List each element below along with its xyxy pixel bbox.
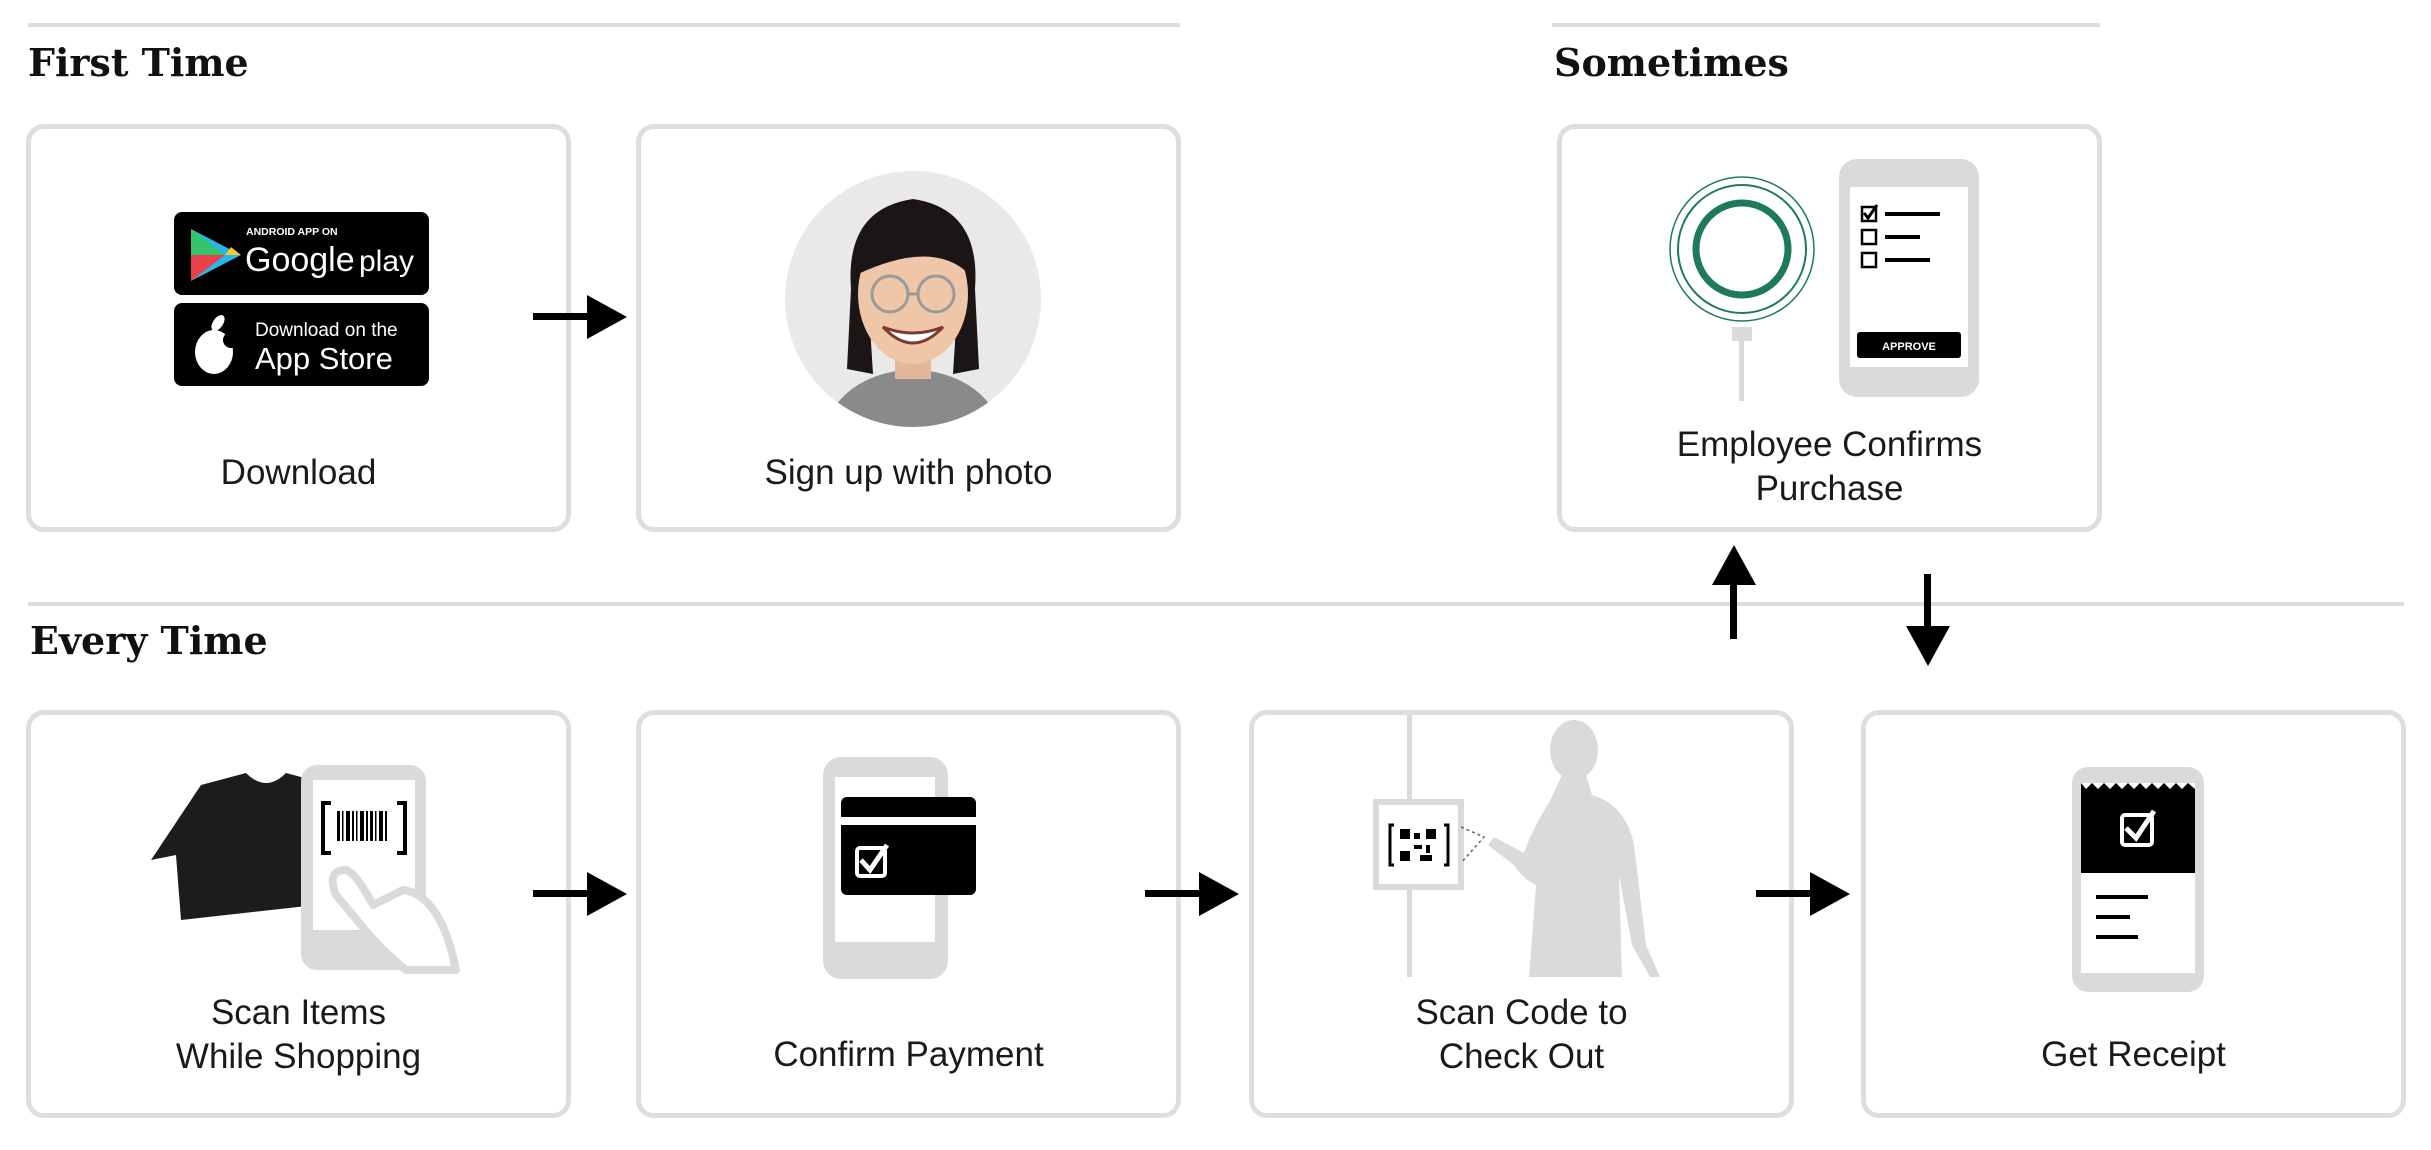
checkmark-icon [855, 843, 890, 878]
google-badge-big-text: Google [245, 241, 355, 279]
first-time-rule [28, 23, 1180, 27]
google-badge-play-text: play [359, 245, 414, 278]
approval-phone-icon: APPROVE [1837, 157, 1982, 407]
nfc-reader-icon [1662, 153, 1822, 408]
confirm-payment-caption: Confirm Payment [773, 1035, 1044, 1074]
download-card: ANDROID APP ON Google play Download on t… [26, 124, 571, 532]
employee-confirms-card: APPROVE Employee Confirms Purchase [1557, 124, 2102, 532]
employee-confirms-caption: Employee Confirms Purchase [1676, 425, 1983, 508]
app-store-badges: ANDROID APP ON Google play Download on t… [169, 209, 429, 389]
hand-icon [328, 866, 460, 974]
every-time-rule [28, 602, 2404, 606]
confirm-payment-card: Confirm Payment [636, 710, 1181, 1118]
scan-items-caption: Scan Items While Shopping [175, 993, 422, 1076]
approve-button[interactable]: APPROVE [1857, 332, 1961, 358]
user-photo-avatar [783, 169, 1043, 434]
signup-card: Sign up with photo [636, 124, 1181, 532]
approve-label: APPROVE [1882, 341, 1936, 353]
arrow-right-icon [1143, 869, 1243, 924]
barcode-icon [337, 811, 387, 841]
checkbox-icon [1860, 251, 1878, 269]
receipt-caption: Get Receipt [2041, 1035, 2226, 1074]
apple-icon [195, 315, 239, 374]
checkout-scan-illustration [1364, 715, 1694, 985]
sometimes-rule [1552, 23, 2100, 27]
every-time-heading: Every Time [30, 618, 268, 663]
checkbox-icon [1860, 228, 1878, 246]
sometimes-heading: Sometimes [1554, 40, 1789, 85]
scan-code-caption: Scan Code to Check Out [1415, 993, 1628, 1076]
person-silhouette-icon [1488, 720, 1660, 977]
receipt-card: Get Receipt [1861, 710, 2406, 1118]
arrow-right-icon [1754, 869, 1854, 924]
qr-code-icon [1388, 823, 1450, 867]
arrow-right-icon [531, 292, 631, 347]
scan-code-card: Scan Code to Check Out [1249, 710, 1794, 1118]
payment-card-phone-icon [821, 755, 1011, 990]
apple-badge-big-text: App Store [255, 341, 393, 376]
arrow-up-icon [1709, 543, 1759, 648]
checkmark-icon [2120, 809, 2157, 847]
scan-items-illustration [141, 745, 486, 980]
tshirt-icon [151, 773, 346, 920]
receipt-phone-icon [2070, 765, 2210, 1000]
first-time-heading: First Time [28, 40, 249, 85]
checkbox-checked-icon [1860, 204, 1879, 223]
app-store-badge[interactable]: Download on the App Store [174, 303, 429, 386]
apple-badge-small-text: Download on the [255, 320, 398, 341]
download-caption: Download [220, 453, 377, 492]
arrow-down-icon [1903, 570, 1953, 675]
signup-caption: Sign up with photo [764, 453, 1053, 492]
arrow-right-icon [531, 869, 631, 924]
google-play-badge[interactable]: ANDROID APP ON Google play [174, 212, 429, 295]
google-badge-small-text: ANDROID APP ON [246, 226, 338, 238]
scan-items-card: Scan Items While Shopping [26, 710, 571, 1118]
